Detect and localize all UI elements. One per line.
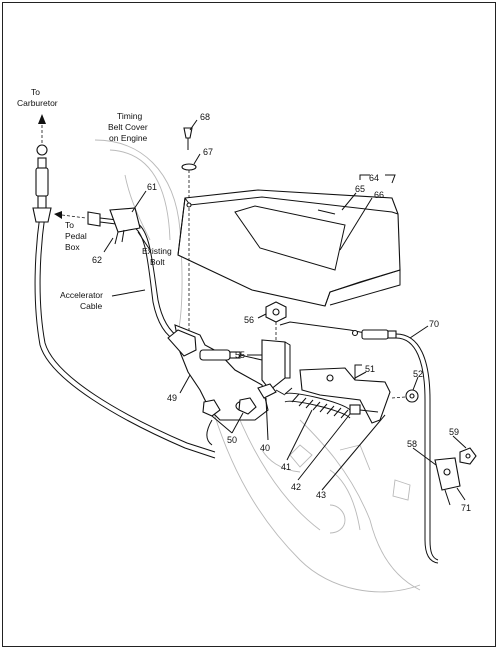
timing-belt-cover: [177, 189, 401, 307]
label-on-engine: on Engine: [109, 133, 148, 143]
callout-42: 42: [291, 482, 301, 492]
mounting-bracket: [167, 324, 269, 446]
callout-43: 43: [316, 490, 326, 500]
label-timing: Timing: [117, 111, 142, 121]
label-to-pedal: To: [65, 220, 74, 230]
callout-71: 71: [461, 503, 471, 513]
arrow-to-carburetor: [38, 114, 46, 145]
diagram-frame: [2, 2, 496, 647]
callout-52: 52: [413, 369, 423, 379]
callout-66: 66: [374, 190, 384, 200]
label-bolt: Bolt: [150, 257, 165, 267]
callout-62: 62: [92, 255, 102, 265]
callout-56: 56: [244, 315, 254, 325]
right-cable: [395, 333, 477, 564]
bolt-68-washer-67: [181, 127, 197, 340]
label-to: To: [31, 87, 40, 97]
callout-51: 51: [365, 364, 375, 374]
callout-40: 40: [260, 443, 270, 453]
label-cable: Cable: [80, 301, 102, 311]
callout-67: 67: [203, 147, 213, 157]
callout-bracket-64: [359, 174, 396, 184]
label-pedal: Pedal: [65, 231, 87, 241]
description-labels: To Carburetor Timing Belt Cover on Engin…: [17, 87, 172, 311]
accelerator-cable: [32, 144, 216, 459]
callout-61: 61: [147, 182, 157, 192]
callout-50: 50: [227, 435, 237, 445]
linkage-parts: [199, 301, 419, 424]
callout-58: 58: [407, 439, 417, 449]
part-callouts: 68 67 64 65 66 61 62 56 55 70 51 52 49 5…: [92, 112, 471, 513]
callout-65: 65: [355, 184, 365, 194]
callout-55: 55: [235, 350, 245, 360]
leader-lines: [103, 119, 467, 501]
callout-64: 64: [369, 173, 379, 183]
callout-68: 68: [200, 112, 210, 122]
callout-41: 41: [281, 462, 291, 472]
label-box: Box: [65, 242, 80, 252]
label-carburetor: Carburetor: [17, 98, 58, 108]
callout-59: 59: [449, 427, 459, 437]
callout-49: 49: [167, 393, 177, 403]
return-spring: [284, 387, 351, 419]
label-accelerator: Accelerator: [60, 290, 103, 300]
label-existing: Existing: [142, 246, 172, 256]
callout-70: 70: [429, 319, 439, 329]
label-belt-cover: Belt Cover: [108, 122, 148, 132]
pedal-box-cable: [54, 207, 181, 343]
